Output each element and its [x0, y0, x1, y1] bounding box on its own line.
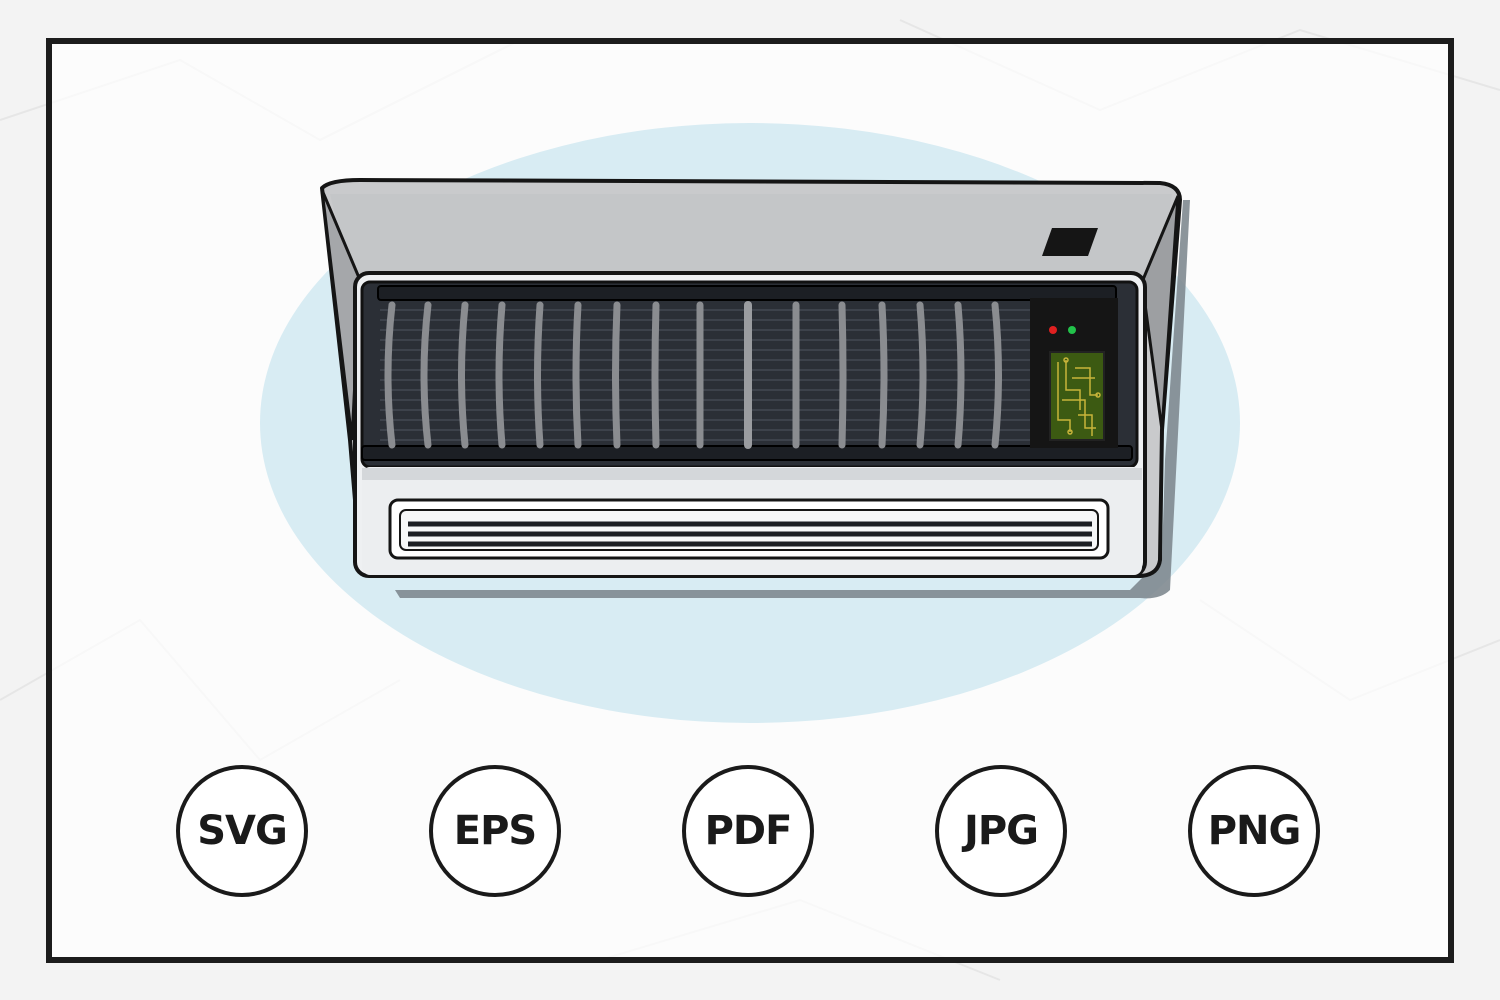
vertical-louvers — [384, 301, 1002, 449]
unit-lower-shade — [362, 468, 1142, 480]
display-screen — [1049, 351, 1105, 441]
display-circuit-traces — [1057, 357, 1101, 436]
format-label: SVG — [197, 808, 288, 854]
format-badge-png: PNG — [1188, 765, 1320, 897]
unit-brand-plate — [1042, 228, 1098, 256]
unit-lid — [330, 194, 1172, 275]
format-badge-jpg: JPG — [935, 765, 1067, 897]
led-green-icon — [1068, 326, 1076, 334]
format-badge-eps: EPS — [429, 765, 561, 897]
format-badge-svg: SVG — [176, 765, 308, 897]
format-label: JPG — [963, 808, 1039, 854]
led-red-icon — [1049, 326, 1057, 334]
air-vent-opening — [399, 509, 1099, 551]
file-format-list: SVG EPS PDF JPG PNG — [0, 765, 1500, 905]
grille-top-rail — [377, 285, 1117, 301]
format-label: EPS — [453, 808, 537, 854]
format-label: PNG — [1207, 808, 1302, 854]
format-badge-pdf: PDF — [682, 765, 814, 897]
unit-right-side — [1140, 195, 1180, 431]
format-label: PDF — [704, 808, 793, 854]
air-vent-slats — [408, 521, 1092, 547]
